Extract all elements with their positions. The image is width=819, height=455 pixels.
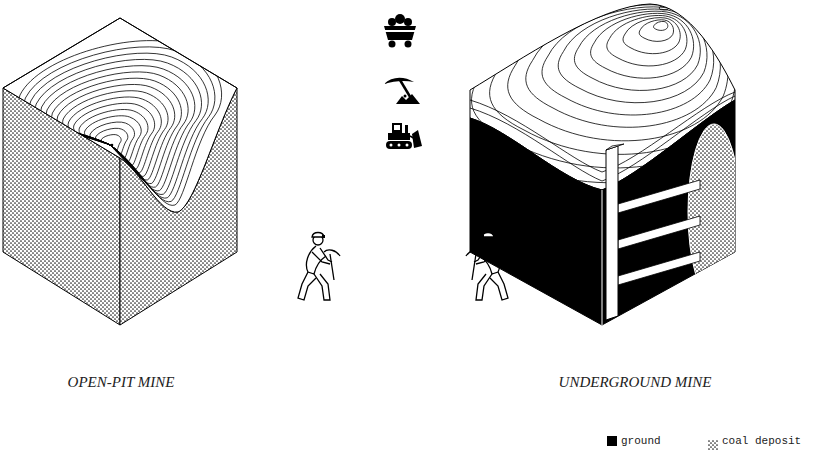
bulldozer-icon bbox=[386, 123, 422, 149]
legend-label: ground bbox=[621, 435, 661, 447]
pickaxe-icon bbox=[384, 78, 420, 104]
dot-pattern bbox=[708, 440, 718, 450]
legend-pattern-swatch bbox=[708, 436, 718, 446]
mine-caption: UNDERGROUND MINE bbox=[559, 374, 712, 391]
cart-icon bbox=[384, 14, 416, 48]
legend-label: coal deposit bbox=[722, 435, 801, 447]
legend-swatch bbox=[607, 436, 617, 446]
mine-caption: OPEN-PIT MINE bbox=[68, 374, 175, 391]
